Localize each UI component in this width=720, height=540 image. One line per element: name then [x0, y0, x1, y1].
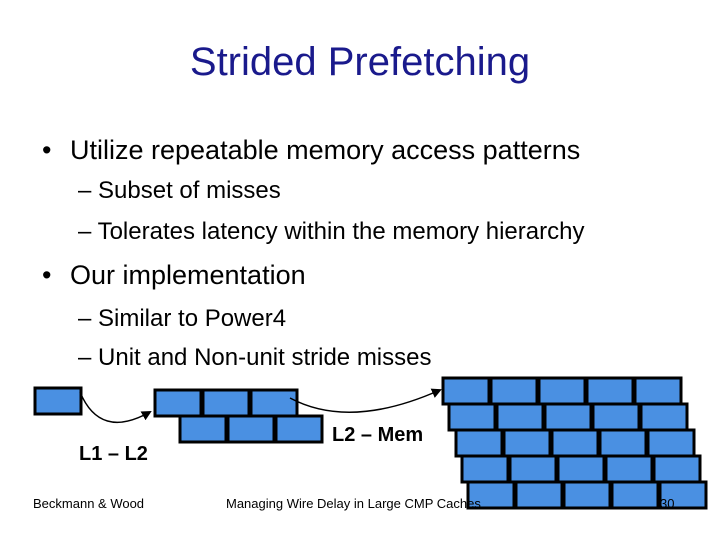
memory-block	[639, 402, 689, 432]
memory-block	[633, 376, 683, 406]
memory-block	[591, 402, 641, 432]
memory-block	[556, 454, 606, 484]
bullet-1-sub-1: – Subset of misses	[78, 177, 281, 204]
memory-block	[489, 376, 539, 406]
l2-block	[178, 414, 228, 444]
l2-block	[153, 388, 203, 418]
memory-block	[502, 428, 552, 458]
bullet-1: • Utilize repeatable memory access patter…	[42, 135, 580, 166]
memory-block	[447, 402, 497, 432]
memory-block	[598, 428, 648, 458]
page-number: 30	[660, 496, 675, 511]
l2-block	[249, 388, 299, 418]
footer-left: Beckmann & Wood	[33, 496, 145, 511]
memory-block	[610, 480, 660, 510]
memory-block	[495, 402, 545, 432]
bullet-2-text: Our implementation	[70, 260, 306, 290]
memory-block	[514, 480, 564, 510]
memory-block	[460, 454, 510, 484]
memory-block	[441, 376, 491, 406]
memory-block	[646, 428, 696, 458]
l2-block	[226, 414, 276, 444]
bullet-2: • Our implementation	[42, 260, 306, 291]
label-l2-mem: L2 – Mem	[332, 424, 424, 446]
memory-block	[454, 428, 504, 458]
bullet-2-sub-2: – Unit and Non-unit stride misses	[78, 344, 432, 371]
bullet-1-text: Utilize repeatable memory access pattern…	[70, 135, 581, 165]
l2-block	[201, 388, 251, 418]
bullet-dot: •	[42, 260, 52, 290]
arrow-l2-mem	[289, 388, 442, 413]
memory-block	[543, 402, 593, 432]
memory-block	[466, 480, 516, 510]
memory-block	[508, 454, 558, 484]
bullet-1-sub-2: – Tolerates latency within the memory hi…	[78, 218, 585, 245]
l1-block	[33, 386, 83, 416]
footer-center: Managing Wire Delay in Large CMP Caches	[226, 496, 481, 511]
memory-block	[562, 480, 612, 510]
bullet-2-sub-1: – Similar to Power4	[78, 305, 287, 332]
memory-block	[658, 480, 708, 510]
bullet-dot: •	[42, 135, 52, 165]
l2-block	[274, 414, 324, 444]
memory-block	[550, 428, 600, 458]
arrow-l1-l2	[79, 391, 152, 423]
memory-block	[585, 376, 635, 406]
label-l1-l2: L1 – L2	[79, 443, 148, 465]
memory-block	[537, 376, 587, 406]
memory-block	[652, 454, 702, 484]
memory-block	[604, 454, 654, 484]
slide-title: Strided Prefetching	[189, 40, 531, 84]
